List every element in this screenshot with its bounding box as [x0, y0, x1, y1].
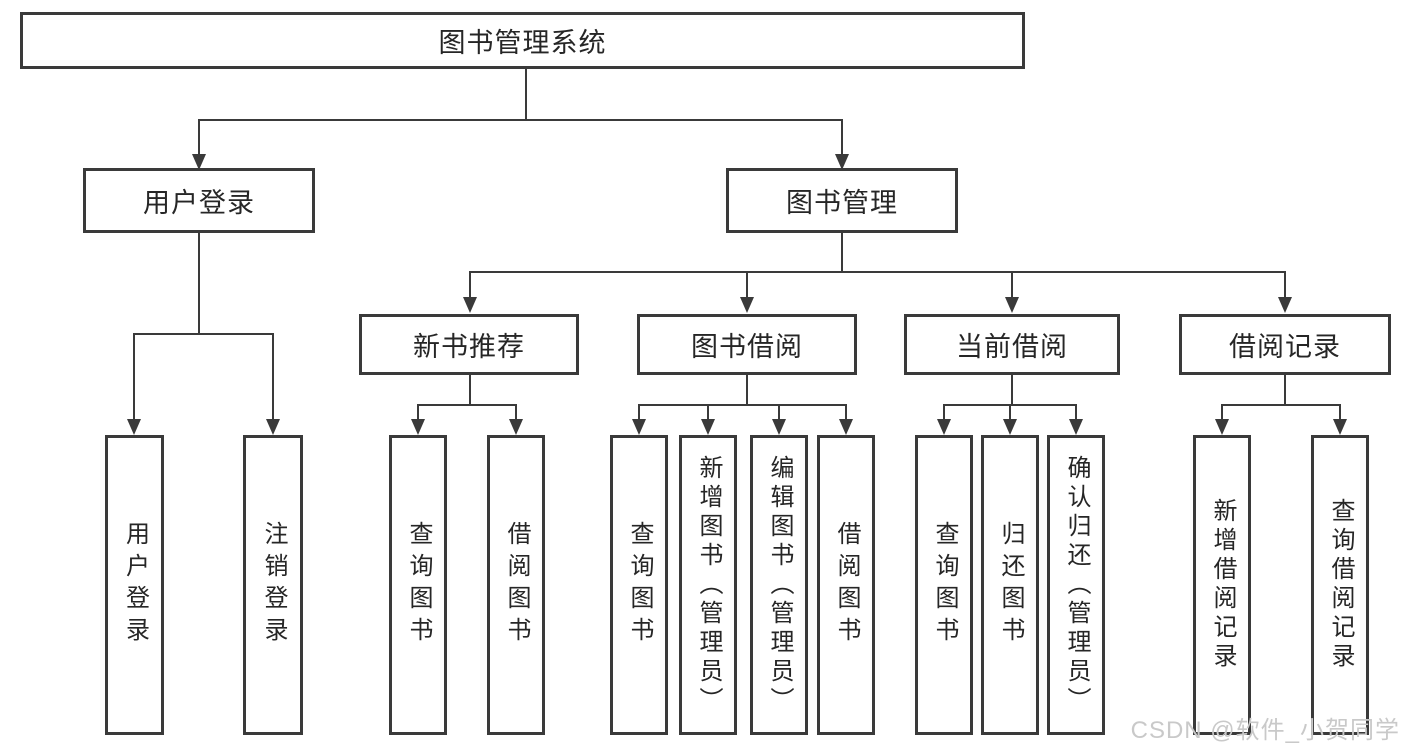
- node-new-book-recommendation: 新书推荐: [359, 314, 579, 375]
- leaf-label: 编辑图书（管理员）: [766, 454, 793, 716]
- connector-line: [1284, 271, 1286, 299]
- connector-line: [133, 333, 135, 419]
- leaf-label: 用户登录: [121, 521, 149, 649]
- arrow-down-icon: [266, 419, 280, 435]
- leaf-label: 借阅图书: [833, 521, 860, 649]
- leaf-add-borrow-record: 新增借阅记录: [1193, 435, 1251, 735]
- node-label: 新书推荐: [413, 332, 525, 362]
- leaf-add-book-admin: 新增图书（管理员）: [679, 435, 737, 735]
- arrow-down-icon: [411, 419, 425, 435]
- connector-line: [134, 333, 274, 335]
- arrow-down-icon: [463, 297, 477, 313]
- arrow-down-icon: [1069, 419, 1083, 435]
- leaf-label: 注销登录: [260, 521, 287, 649]
- node-label: 图书管理系统: [438, 28, 607, 58]
- connector-line: [746, 271, 748, 299]
- connector-line: [1284, 375, 1286, 406]
- connector-line: [1221, 404, 1223, 420]
- leaf-query-books-recommend: 查询图书: [389, 435, 447, 735]
- arrow-down-icon: [1278, 297, 1292, 313]
- node-label: 图书管理: [786, 188, 898, 218]
- arrow-down-icon: [701, 419, 715, 435]
- connector-line: [272, 333, 274, 419]
- arrow-down-icon: [1215, 419, 1229, 435]
- leaf-label: 查询图书: [405, 521, 432, 649]
- connector-line: [841, 119, 843, 157]
- leaf-query-books-current: 查询图书: [915, 435, 973, 735]
- node-borrowing-records: 借阅记录: [1179, 314, 1391, 375]
- leaf-label: 查询借阅记录: [1327, 498, 1354, 672]
- connector-line: [1011, 271, 1013, 299]
- connector-line: [943, 404, 945, 420]
- leaf-logout: 注销登录: [243, 435, 303, 735]
- connector-line: [525, 69, 527, 121]
- connector-line: [1009, 404, 1011, 420]
- arrow-down-icon: [509, 419, 523, 435]
- node-label: 用户登录: [143, 188, 255, 218]
- connector-line: [639, 404, 846, 406]
- connector-line: [746, 375, 748, 406]
- node-user-login: 用户登录: [83, 168, 315, 233]
- connector-line: [1339, 404, 1341, 420]
- arrow-down-icon: [192, 154, 206, 170]
- arrow-down-icon: [632, 419, 646, 435]
- leaf-query-books-borrowing: 查询图书: [610, 435, 668, 735]
- arrow-down-icon: [1005, 297, 1019, 313]
- connector-line: [418, 404, 516, 406]
- connector-line: [1222, 404, 1340, 406]
- node-library-management-system: 图书管理系统: [20, 12, 1025, 69]
- connector-line: [470, 271, 1286, 273]
- arrow-down-icon: [740, 297, 754, 313]
- leaf-confirm-return-admin: 确认归还（管理员）: [1047, 435, 1105, 735]
- arrow-down-icon: [835, 154, 849, 170]
- arrow-down-icon: [839, 419, 853, 435]
- leaf-borrow-books-borrowing: 借阅图书: [817, 435, 875, 735]
- leaf-user-login: 用户登录: [105, 435, 164, 735]
- connector-line: [469, 375, 471, 406]
- leaf-label: 借阅图书: [503, 521, 530, 649]
- connector-line: [199, 119, 843, 121]
- node-label: 当前借阅: [956, 332, 1068, 362]
- leaf-borrow-books-recommend: 借阅图书: [487, 435, 545, 735]
- connector-line: [198, 119, 200, 157]
- node-label: 借阅记录: [1229, 332, 1341, 362]
- arrow-down-icon: [1333, 419, 1347, 435]
- arrow-down-icon: [127, 419, 141, 435]
- connector-line: [1075, 404, 1077, 420]
- leaf-return-book: 归还图书: [981, 435, 1039, 735]
- leaf-label: 归还图书: [997, 521, 1024, 649]
- connector-line: [845, 404, 847, 420]
- leaf-label: 查询图书: [626, 521, 653, 649]
- leaf-edit-book-admin: 编辑图书（管理员）: [750, 435, 808, 735]
- connector-line: [707, 404, 709, 420]
- node-book-borrowing: 图书借阅: [637, 314, 857, 375]
- connector-line: [778, 404, 780, 420]
- leaf-label: 确认归还（管理员）: [1063, 454, 1090, 716]
- connector-line: [1011, 375, 1013, 406]
- connector-line: [638, 404, 640, 420]
- arrow-down-icon: [1003, 419, 1017, 435]
- leaf-label: 新增图书（管理员）: [695, 454, 722, 716]
- connector-line: [469, 271, 471, 299]
- leaf-query-borrow-record: 查询借阅记录: [1311, 435, 1369, 735]
- csdn-watermark: CSDN @软件_小贺同学: [1130, 717, 1400, 744]
- node-label: 图书借阅: [691, 332, 803, 362]
- node-book-management: 图书管理: [726, 168, 958, 233]
- leaf-label: 查询图书: [931, 521, 958, 649]
- connector-line: [515, 404, 517, 420]
- node-current-borrowing: 当前借阅: [904, 314, 1120, 375]
- leaf-label: 新增借阅记录: [1209, 498, 1236, 672]
- connector-line: [841, 233, 843, 273]
- connector-line: [198, 233, 200, 335]
- arrow-down-icon: [937, 419, 951, 435]
- connector-line: [417, 404, 419, 420]
- arrow-down-icon: [772, 419, 786, 435]
